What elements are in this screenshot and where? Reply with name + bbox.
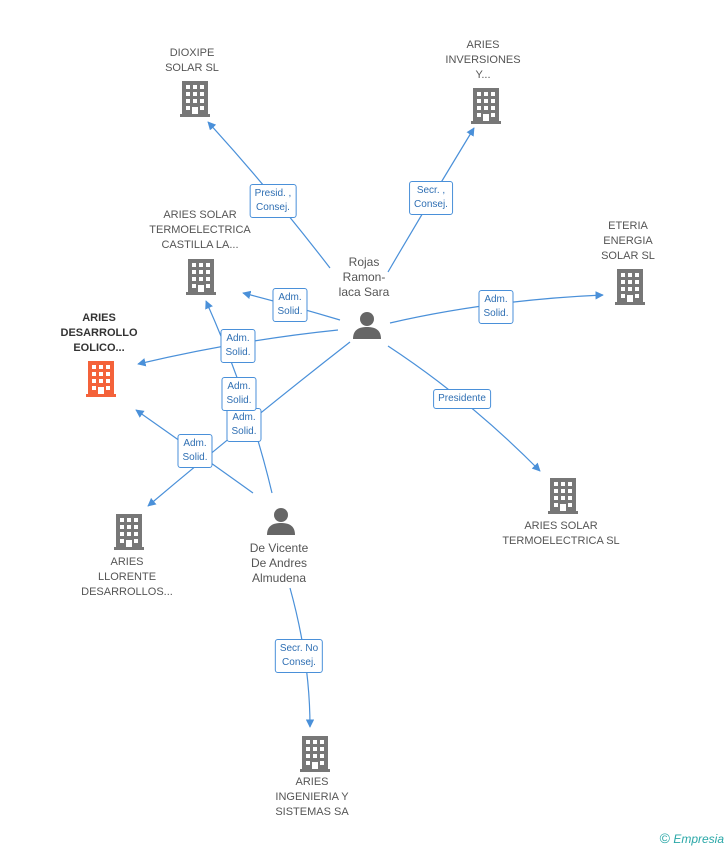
company-label-eteria[interactable]: ETERIA ENERGIA SOLAR SL	[601, 220, 655, 262]
building-icon	[471, 88, 501, 124]
building-icon	[548, 478, 578, 514]
person-devicente[interactable]	[267, 508, 295, 535]
company-label-solar-termo[interactable]: ARIES SOLAR TERMOELECTRICA SL	[502, 520, 620, 547]
edge-label-adm-solid-b: Adm. Solid.	[226, 408, 262, 442]
company-eteria[interactable]	[615, 269, 645, 305]
company-desarrollo[interactable]	[86, 361, 116, 397]
edge-label-adm-solid-eteria: Adm. Solid.	[478, 290, 514, 324]
edge-label-secr-no-consej: Secr. No Consej.	[274, 639, 324, 673]
person-label-rojas[interactable]: Rojas Ramon- laca Sara	[338, 255, 390, 299]
brand-logo: Empresia	[673, 832, 724, 846]
company-label-dioxipe[interactable]: DIOXIPE SOLAR SL	[165, 47, 219, 74]
building-icon	[114, 514, 144, 550]
building-icon	[615, 269, 645, 305]
copyright-icon: ©	[659, 830, 670, 846]
company-aries-inversiones[interactable]	[471, 88, 501, 124]
company-ingenieria[interactable]	[300, 736, 330, 772]
person-icon	[267, 508, 295, 535]
company-dioxipe[interactable]	[180, 81, 210, 117]
edge-label-presidente: Presidente	[433, 389, 491, 409]
company-label-desarrollo[interactable]: ARIES DESARROLLO EOLICO...	[60, 312, 138, 354]
company-label-castilla[interactable]: ARIES SOLAR TERMOELECTRICA CASTILLA LA..…	[149, 209, 251, 251]
company-solar-termo[interactable]	[548, 478, 578, 514]
company-label-ingenieria[interactable]: ARIES INGENIERIA Y SISTEMAS SA	[275, 776, 349, 818]
footer-brand: © Empresia	[660, 830, 724, 846]
person-rojas[interactable]	[353, 312, 381, 339]
building-icon	[180, 81, 210, 117]
company-castilla[interactable]	[186, 259, 216, 295]
edge-label-adm-solid-a: Adm. Solid.	[221, 377, 257, 411]
edge-label-presid-consej: Presid. , Consej.	[249, 184, 297, 218]
building-icon	[300, 736, 330, 772]
person-label-devicente[interactable]: De Vicente De Andres Almudena	[249, 541, 309, 585]
person-icon	[353, 312, 381, 339]
building-icon	[86, 361, 116, 397]
edge-label-adm-solid-castilla: Adm. Solid.	[272, 288, 308, 322]
company-label-aries-inversiones[interactable]: ARIES INVERSIONES Y...	[445, 39, 521, 81]
edge-label-secr-consej: Secr. , Consej.	[409, 181, 453, 215]
edge-label-adm-solid-desarrollo: Adm. Solid.	[220, 329, 256, 363]
company-label-llorente[interactable]: ARIES LLORENTE DESARROLLOS...	[81, 556, 173, 598]
company-llorente[interactable]	[114, 514, 144, 550]
edge-label-adm-solid-llorente: Adm. Solid.	[177, 434, 213, 468]
building-icon	[186, 259, 216, 295]
